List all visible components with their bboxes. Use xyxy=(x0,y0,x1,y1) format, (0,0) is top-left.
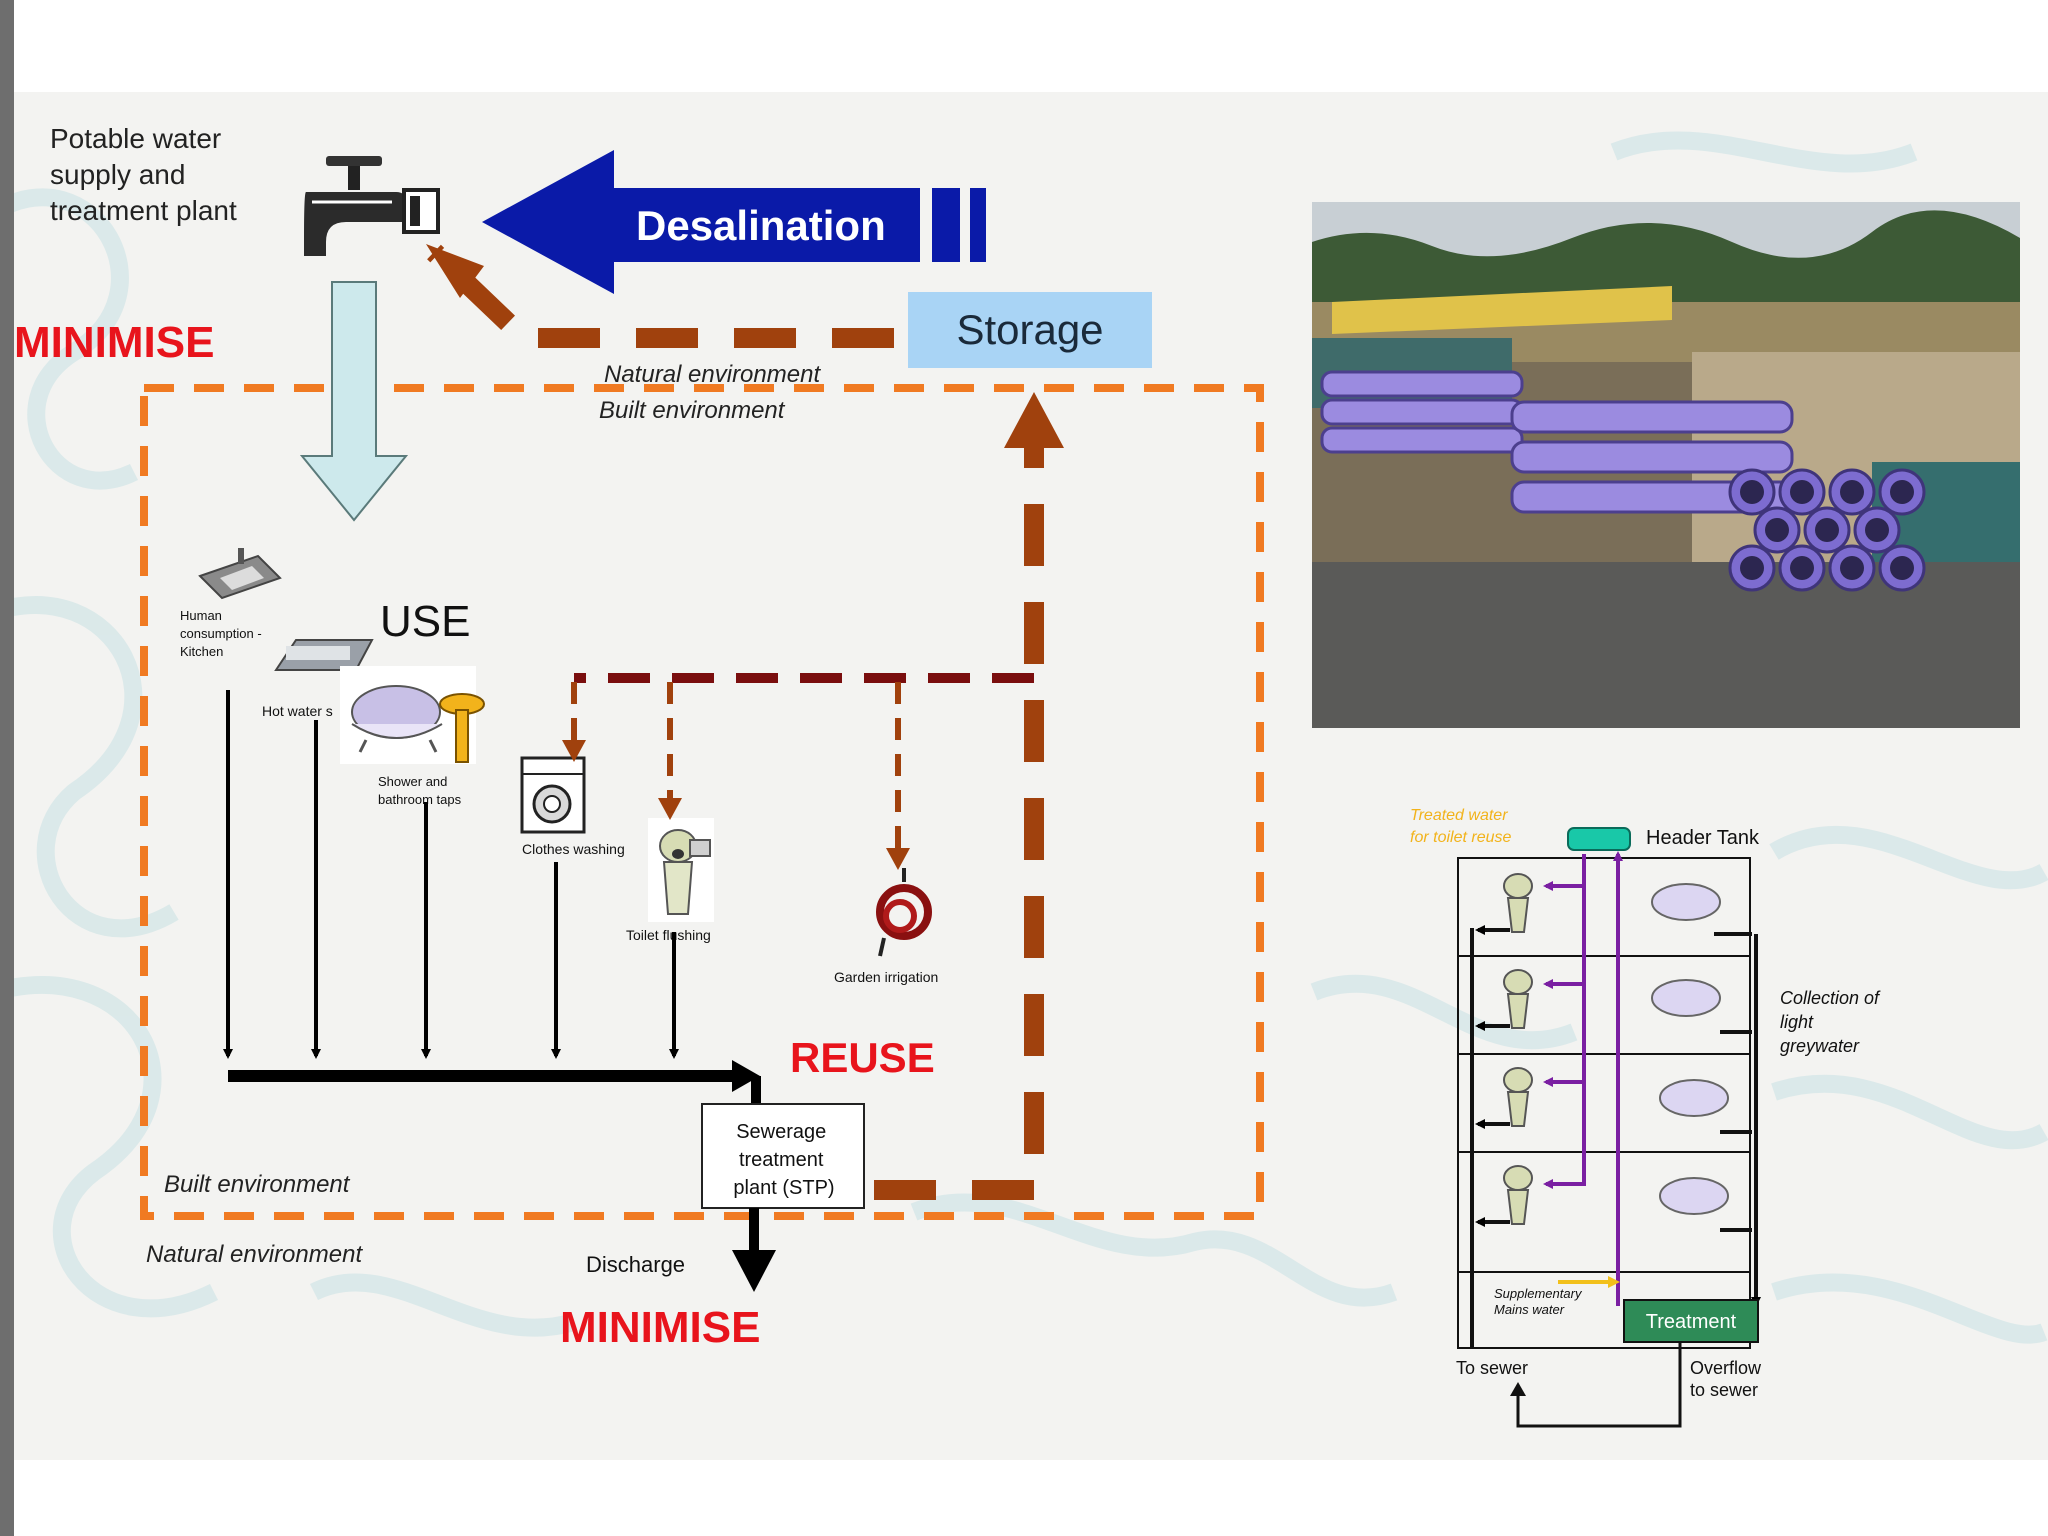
desalination-label: Desalination xyxy=(636,202,886,249)
kitchen-label: Human consumption - Kitchen xyxy=(180,608,265,659)
desalination-arrow xyxy=(482,150,920,294)
use-label: USE xyxy=(380,597,470,646)
storage-label: Storage xyxy=(956,306,1103,353)
treatment-box xyxy=(1623,1299,1759,1343)
window-edge xyxy=(0,0,14,1536)
minimise-bottom-label: MINIMISE xyxy=(560,1303,760,1352)
potable-water-label: Potable water supply and treatment plant xyxy=(50,123,237,226)
bathtub-icon xyxy=(340,666,476,764)
floor-bathtubs xyxy=(1651,883,1729,1215)
background-swirl xyxy=(14,131,2048,1344)
building-outline xyxy=(1457,857,1751,1349)
floor-toilets xyxy=(1503,873,1533,1225)
stp-box xyxy=(701,1103,865,1209)
natural-env-bottom-label: Natural environment xyxy=(146,1241,363,1268)
garden-irrigation-label: Garden irrigation xyxy=(834,969,938,985)
pipes-photo xyxy=(1312,202,2020,728)
storage-to-tap-arrowhead xyxy=(426,244,484,298)
reuse-label: REUSE xyxy=(790,1034,935,1081)
natural-env-top-label: Natural environment xyxy=(604,361,821,388)
potable-line-3: treatment plant xyxy=(50,195,237,226)
collection-pipe-arrowhead xyxy=(732,1060,760,1092)
treatment-label: Treatment xyxy=(1646,1311,1737,1333)
to-sewer-label: To sewer xyxy=(1456,1358,1528,1378)
built-env-top-label: Built environment xyxy=(599,397,786,424)
water-cycle-diagram: Potable water supply and treatment plant… xyxy=(14,123,2048,1428)
supplementary-label: Supplementary Mains water xyxy=(1494,1286,1585,1317)
slide: Potable water supply and treatment plant… xyxy=(14,92,2048,1460)
treated-water-label: Treated water for toilet reuse xyxy=(1410,807,1512,846)
overflow-label: Overflow to sewer xyxy=(1690,1358,1766,1400)
built-environment-boundary xyxy=(140,384,1264,1220)
hot-water-icon xyxy=(274,639,374,671)
sink-icon xyxy=(198,548,282,600)
basin-icon xyxy=(439,693,485,763)
shower-label: Shower and bathroom taps xyxy=(378,774,462,807)
header-tank xyxy=(1567,827,1631,851)
storage-to-tap-dashed xyxy=(427,244,894,348)
potable-line-2: supply and xyxy=(50,159,185,190)
desalination-bar-1 xyxy=(932,188,960,262)
drain-lines xyxy=(223,690,679,1059)
clothes-washing-label: Clothes washing xyxy=(522,841,625,857)
reuse-arrow-toilet xyxy=(658,798,682,820)
hot-water-label: Hot water s xyxy=(262,703,333,719)
desalination-bar-2 xyxy=(970,188,986,262)
discharge-arrowhead xyxy=(732,1250,776,1292)
discharge-label: Discharge xyxy=(586,1252,685,1277)
reuse-drops xyxy=(571,682,901,852)
toilet-icon xyxy=(648,818,714,922)
reuse-arrow-clothes xyxy=(562,740,586,762)
potable-line-1: Potable water xyxy=(50,123,221,154)
tap-icon xyxy=(304,156,440,256)
toilet-flushing-label: Toilet flushing xyxy=(626,927,711,943)
stp-label: Sewerage treatment plant (STP) xyxy=(733,1121,834,1199)
built-env-bottom-label: Built environment xyxy=(164,1171,351,1198)
washing-machine-icon xyxy=(520,756,586,834)
greywater-building: Header Tank Treated water for toilet reu… xyxy=(1410,807,1884,1428)
stp-to-storage-arrowhead xyxy=(1004,392,1064,448)
hose-icon xyxy=(876,868,932,957)
storage-box xyxy=(908,292,1152,368)
collection-label: Collection of light greywater xyxy=(1780,988,1884,1056)
reuse-arrow-garden xyxy=(886,848,910,870)
header-tank-label: Header Tank xyxy=(1646,827,1760,849)
stp-to-storage-dashed xyxy=(874,432,1044,1200)
minimise-top-label: MINIMISE xyxy=(14,318,214,367)
supply-down-arrow xyxy=(299,281,409,522)
